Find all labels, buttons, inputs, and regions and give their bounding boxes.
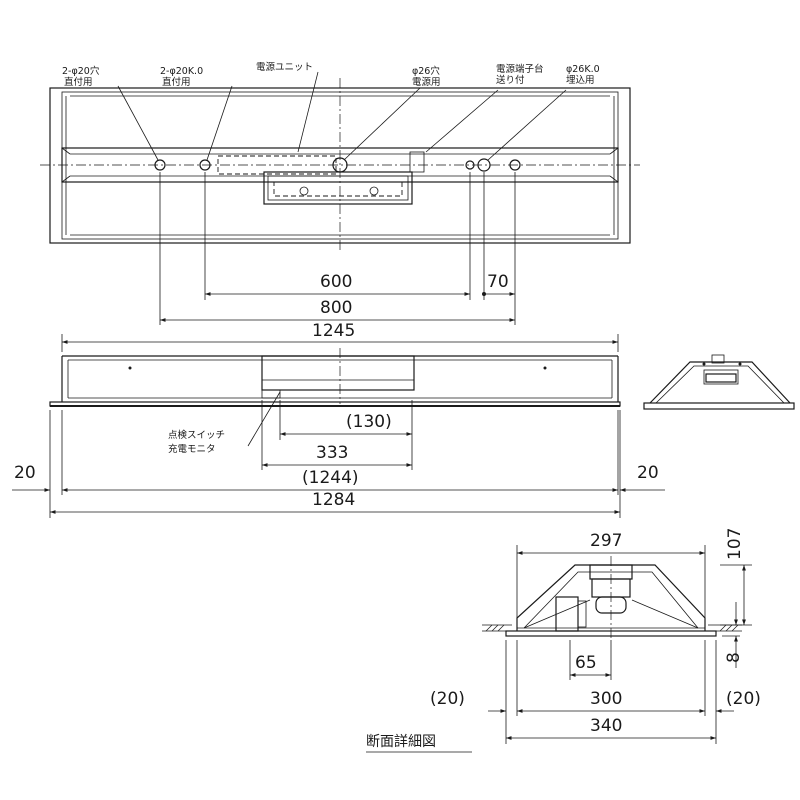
label-power-unit: 電源ユニット [256,62,313,73]
label-terminal: 電源端子台 [496,63,544,75]
dim-70: 70 [487,272,509,292]
dim-1244: (1244) [302,468,359,488]
label-hole-26-sub: 電源用 [412,77,441,88]
label-hole-20k: 2-φ20K.0 [160,66,203,77]
label-terminal-sub: 送り付 [496,74,525,86]
section-caption: 断面詳細図 [366,734,436,750]
dim-1284: 1284 [312,490,355,510]
dim-107: 107 [725,528,745,560]
top-view: 2-φ20穴 直付用 2-φ20K.0 直付用 電源ユニット φ26穴 電源用 … [40,62,640,325]
ballast-box [263,171,413,205]
label-hole-26k-sub: 埋込用 [566,75,595,86]
label-switch-sub: 充電モニタ [168,443,216,455]
label-hole-20-sub: 直付用 [64,76,93,88]
hole-20k-left [199,159,211,171]
dim-20-right: 20 [637,463,659,483]
dim-1245: 1245 [312,321,355,341]
section-switch-box [555,596,579,632]
hole-26k [477,158,491,172]
label-hole-20: 2-φ20穴 [62,65,100,77]
label-hole-26k: φ26K.0 [566,64,600,75]
hole-20k-right [509,159,521,171]
dim-130: (130) [346,412,392,432]
dim-300: 300 [590,689,622,709]
top-view-outline [49,87,631,244]
side-view: 1245 点検スイッチ 充電モニタ (130) [12,321,665,518]
dim-65: 65 [575,653,597,673]
section-detail-view: 297 107 8 [366,528,761,753]
label-hole-20k-sub: 直付用 [162,76,191,88]
hole-20-right [465,160,475,170]
end-view [643,354,795,410]
hole-26 [332,157,348,173]
side-ballast [261,355,415,391]
power-unit-outline [217,155,337,175]
label-switch: 点検スイッチ [168,429,225,441]
dim-297: 297 [590,531,622,551]
terminal-block [409,151,425,173]
dim-340: 340 [590,716,622,736]
dim-600: 600 [320,272,352,292]
dim-800: 800 [320,298,352,318]
dim-8: 8 [724,652,744,663]
dim-20-right-paren: (20) [726,689,761,709]
label-hole-26: φ26穴 [412,65,440,77]
hole-20-left [154,159,166,171]
dim-20-left-paren: (20) [430,689,465,709]
dim-20-left: 20 [14,463,36,483]
dim-333: 333 [316,443,348,463]
